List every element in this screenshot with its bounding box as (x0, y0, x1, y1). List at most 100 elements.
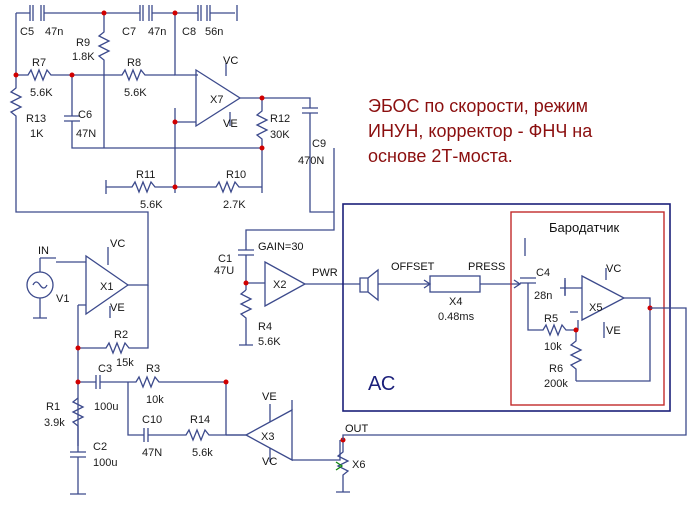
barosensor-label: Бародатчик (549, 220, 619, 235)
opamp-x5-symbol (581, 274, 626, 322)
top-filter-section (9, 5, 335, 268)
opamp-x2-symbol (264, 260, 307, 308)
label-r7-val: 5.6K (30, 87, 53, 99)
label-r9-val: 1.8K (72, 51, 95, 63)
net-ve-x1: VE (110, 302, 125, 314)
label-r3-ref: R3 (146, 363, 160, 375)
speaker-icon (359, 268, 379, 302)
net-ve-x3: VE (262, 391, 277, 403)
potentiometer-x6-symbol (336, 440, 350, 493)
input-section (26, 247, 350, 495)
label-x1-ref: X1 (100, 281, 113, 293)
opamp-x1-symbol (85, 254, 130, 316)
label-r2-val: 15k (116, 357, 134, 369)
net-offset: OFFSET (391, 261, 435, 273)
resistor-r1-symbol (71, 397, 85, 446)
net-press: PRESS (468, 261, 505, 273)
label-c5-val: 47n (45, 26, 63, 38)
label-c6-val: 47N (76, 128, 96, 140)
power-amp-section (238, 249, 360, 346)
resistor-r11-r10-symbol (105, 180, 262, 194)
label-c8-val: 56n (205, 26, 223, 38)
delay-line-x4-symbol (429, 275, 481, 293)
label-c1-val: 47U (214, 265, 234, 277)
label-r5-ref: R5 (544, 313, 558, 325)
description-line-3: основе 2Т-моста. (368, 146, 513, 166)
barosensor-block-frame (510, 211, 665, 406)
label-c7-ref: C7 (122, 26, 136, 38)
label-x4-val: 0.48ms (438, 311, 475, 323)
label-c8-ref: C8 (182, 26, 196, 38)
label-x5-ref: X5 (589, 302, 602, 314)
label-c2-val: 100u (93, 457, 117, 469)
label-c4-val: 28n (534, 290, 552, 302)
resistor-r4-symbol (239, 289, 253, 346)
label-x4-ref: X4 (449, 296, 462, 308)
net-vc-x5: VC (606, 263, 621, 275)
label-r1-ref: R1 (46, 401, 60, 413)
capacitor-c7-symbol (139, 5, 153, 21)
label-c9-val: 470N (298, 155, 324, 167)
label-c3-ref: C3 (98, 363, 112, 375)
label-x7-ref: X7 (210, 94, 223, 106)
resistor-r12-symbol (255, 98, 269, 193)
capacitor-c5-symbol (29, 5, 34, 21)
out-feedback-wire (342, 307, 687, 440)
net-ve-x5: VE (606, 325, 621, 337)
label-c1-ref: C1 (218, 253, 232, 265)
label-r5-val: 10k (544, 341, 562, 353)
label-r12-val: 30K (270, 129, 290, 141)
net-pwr: PWR (312, 267, 338, 279)
label-r6-val: 200k (544, 378, 568, 390)
label-r4-val: 5.6K (258, 336, 281, 348)
label-r2-ref: R2 (114, 329, 128, 341)
label-c3-val: 100u (94, 401, 118, 413)
label-r8-val: 5.6K (124, 87, 147, 99)
label-r9-ref: R9 (76, 37, 90, 49)
capacitor-c6-symbol (64, 75, 262, 149)
label-c10-ref: C10 (142, 414, 162, 426)
label-r10-val: 2.7K (223, 199, 246, 211)
capacitor-c8-symbol (197, 5, 211, 21)
opamp-x3-symbol (244, 408, 293, 462)
net-in: IN (38, 245, 49, 257)
label-r7-ref: R7 (32, 57, 46, 69)
net-out: OUT (345, 423, 369, 435)
net-ve-x7: VE (223, 118, 238, 130)
resistor-r3-symbol (128, 375, 226, 389)
label-r8-ref: R8 (127, 57, 141, 69)
label-r11-val: 5.6K (140, 199, 163, 211)
net-gain: GAIN=30 (258, 241, 304, 253)
ac-label: АС (368, 373, 395, 395)
label-c7-val: 47n (148, 26, 166, 38)
capacitor-c10-resistor-r14-symbol (127, 382, 246, 442)
label-c9-ref: C9 (312, 138, 326, 150)
label-r13-val: 1K (30, 128, 44, 140)
label-x2-ref: X2 (273, 279, 286, 291)
net-vc-x1: VC (110, 238, 125, 250)
resistor-r6-symbol (569, 330, 583, 381)
label-r11-ref: R11 (136, 169, 155, 181)
label-r14-ref: R14 (190, 414, 210, 426)
label-x6-ref: X6 (352, 459, 365, 471)
label-r13-ref: R13 (26, 113, 46, 125)
capacitor-c1-symbol (238, 249, 265, 290)
resistor-r9-symbol (97, 13, 111, 148)
label-c10-val: 47N (142, 447, 162, 459)
resistor-r2-symbol (78, 285, 149, 355)
description-line-1: ЭБОС по скорости, режим (368, 96, 588, 116)
label-r12-ref: R12 (270, 113, 290, 125)
label-c4-ref: C4 (536, 267, 550, 279)
net-vc-x3: VC (262, 456, 277, 468)
label-r10-ref: R10 (226, 169, 246, 181)
label-r6-ref: R6 (549, 363, 563, 375)
label-c6-ref: C6 (78, 109, 92, 121)
label-c2-ref: C2 (93, 441, 107, 453)
label-x3-ref: X3 (261, 431, 274, 443)
label-r14-val: 5.6k (192, 447, 213, 459)
resistor-r7-r8-symbol (16, 68, 175, 82)
opamp-x7-symbol (195, 68, 242, 128)
label-c5-ref: C5 (20, 26, 34, 38)
label-r3-val: 10k (146, 394, 164, 406)
